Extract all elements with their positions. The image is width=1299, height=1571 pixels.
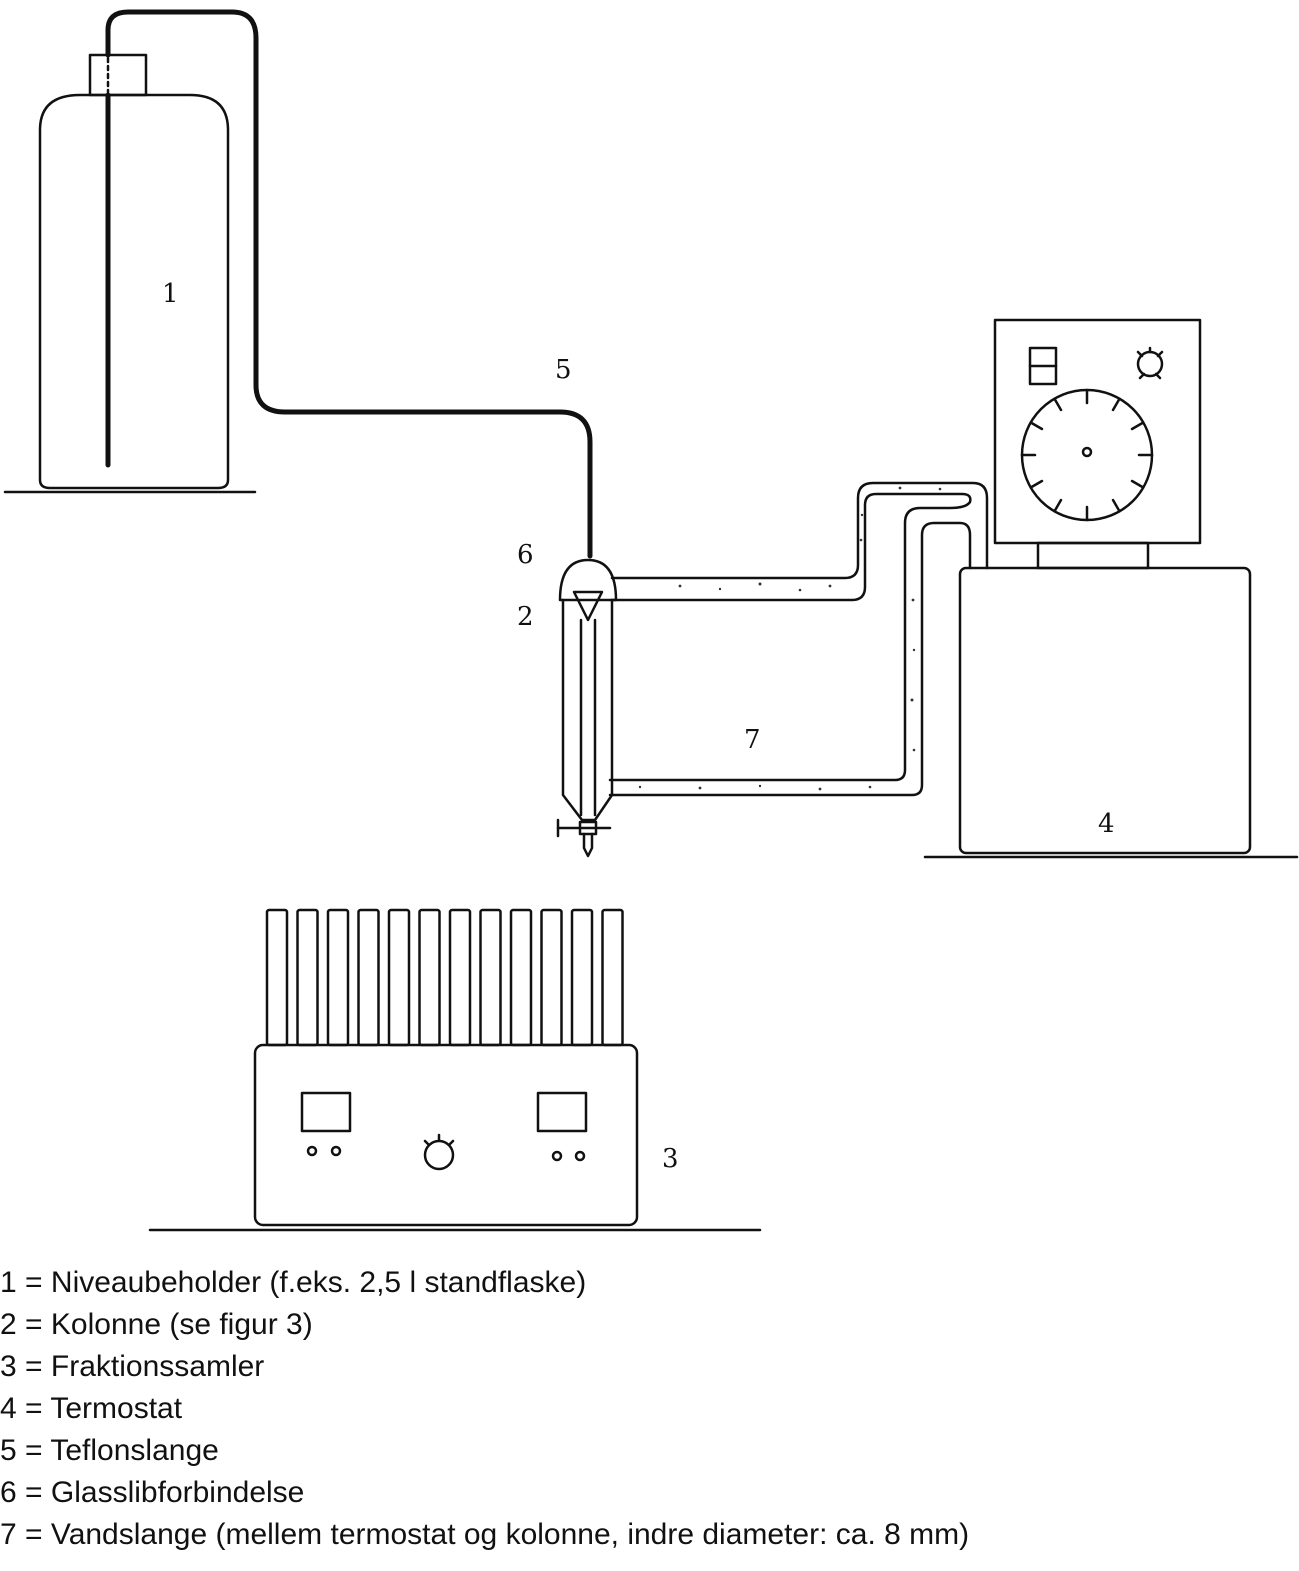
column [556,558,618,858]
collector-tube [357,908,380,1047]
callout-7: 7 [744,725,761,755]
teflon-tube [105,9,593,559]
apparatus-diagram: 1 5 6 2 7 4 3 [3,9,1299,1232]
collector-tube [540,908,563,1047]
legend-number: 3 [0,1350,17,1383]
collector-tube [601,908,624,1047]
dial-tick [1029,479,1044,489]
collector-tube [479,908,502,1047]
collector-tube [448,908,472,1047]
collector-tube [326,908,350,1047]
collector-tube [570,908,594,1047]
legend-separator: = [25,1476,43,1509]
legend-text: Glasslibforbindelse [50,1476,305,1509]
reservoir-bottle [3,53,257,494]
thermostat [923,318,1299,859]
dial-tick [1111,498,1121,513]
legend-number: 2 [0,1308,17,1341]
legend-separator: = [25,1266,43,1299]
callout-3: 3 [662,1144,679,1174]
legend-text: Teflonslange [50,1434,219,1467]
legend-separator: = [25,1308,43,1341]
dial-tick [1130,479,1145,489]
collector-tubes [265,908,624,1047]
legend-item: 1 = Niveaubeholder (f.eks. 2,5 l standfl… [0,1262,1299,1304]
legend-separator: = [25,1350,43,1383]
legend-number: 4 [0,1392,17,1425]
collector-tube [265,908,289,1047]
legend-number: 7 [0,1518,17,1551]
legend-item: 2 = Kolonne (se figur 3) [0,1304,1299,1346]
callout-5: 5 [555,355,572,385]
dial-tick [1130,421,1145,431]
legend-text: Fraktionssamler [50,1350,265,1383]
legend-item: 6 = Glasslibforbindelse [0,1472,1299,1514]
dial-tick [1111,397,1121,412]
legend-text: Vandslange (mellem termostat og kolonne,… [50,1518,970,1551]
callout-4: 4 [1098,809,1115,839]
dial-ticks [1020,388,1154,522]
collector-tube [418,908,441,1047]
legend-text: Termostat [50,1392,183,1425]
legend-separator: = [25,1518,43,1551]
callout-2: 2 [517,602,534,632]
dial-tick [1053,498,1063,513]
legend-item: 5 = Teflonslange [0,1430,1299,1472]
collector-tube [296,908,319,1047]
callout-1: 1 [162,279,179,309]
fraction-collector [148,908,762,1232]
legend: 1 = Niveaubeholder (f.eks. 2,5 l standfl… [0,1262,1299,1556]
legend-number: 1 [0,1266,17,1299]
legend-item: 4 = Termostat [0,1388,1299,1430]
legend-separator: = [25,1434,43,1467]
collector-tube [387,908,411,1047]
legend-item: 7 = Vandslange (mellem termostat og kolo… [0,1514,1299,1556]
dial-tick [1053,397,1063,412]
legend-text: Kolonne (se figur 3) [50,1308,313,1341]
legend-number: 6 [0,1476,17,1509]
legend-separator: = [25,1392,43,1425]
collector-tube [509,908,533,1047]
legend-number: 5 [0,1434,17,1467]
callout-6: 6 [517,540,534,570]
legend-text: Niveaubeholder (f.eks. 2,5 l standflaske… [50,1266,587,1299]
water-hose [608,481,989,797]
legend-item: 3 = Fraktionssamler [0,1346,1299,1388]
dial-tick [1029,421,1044,431]
